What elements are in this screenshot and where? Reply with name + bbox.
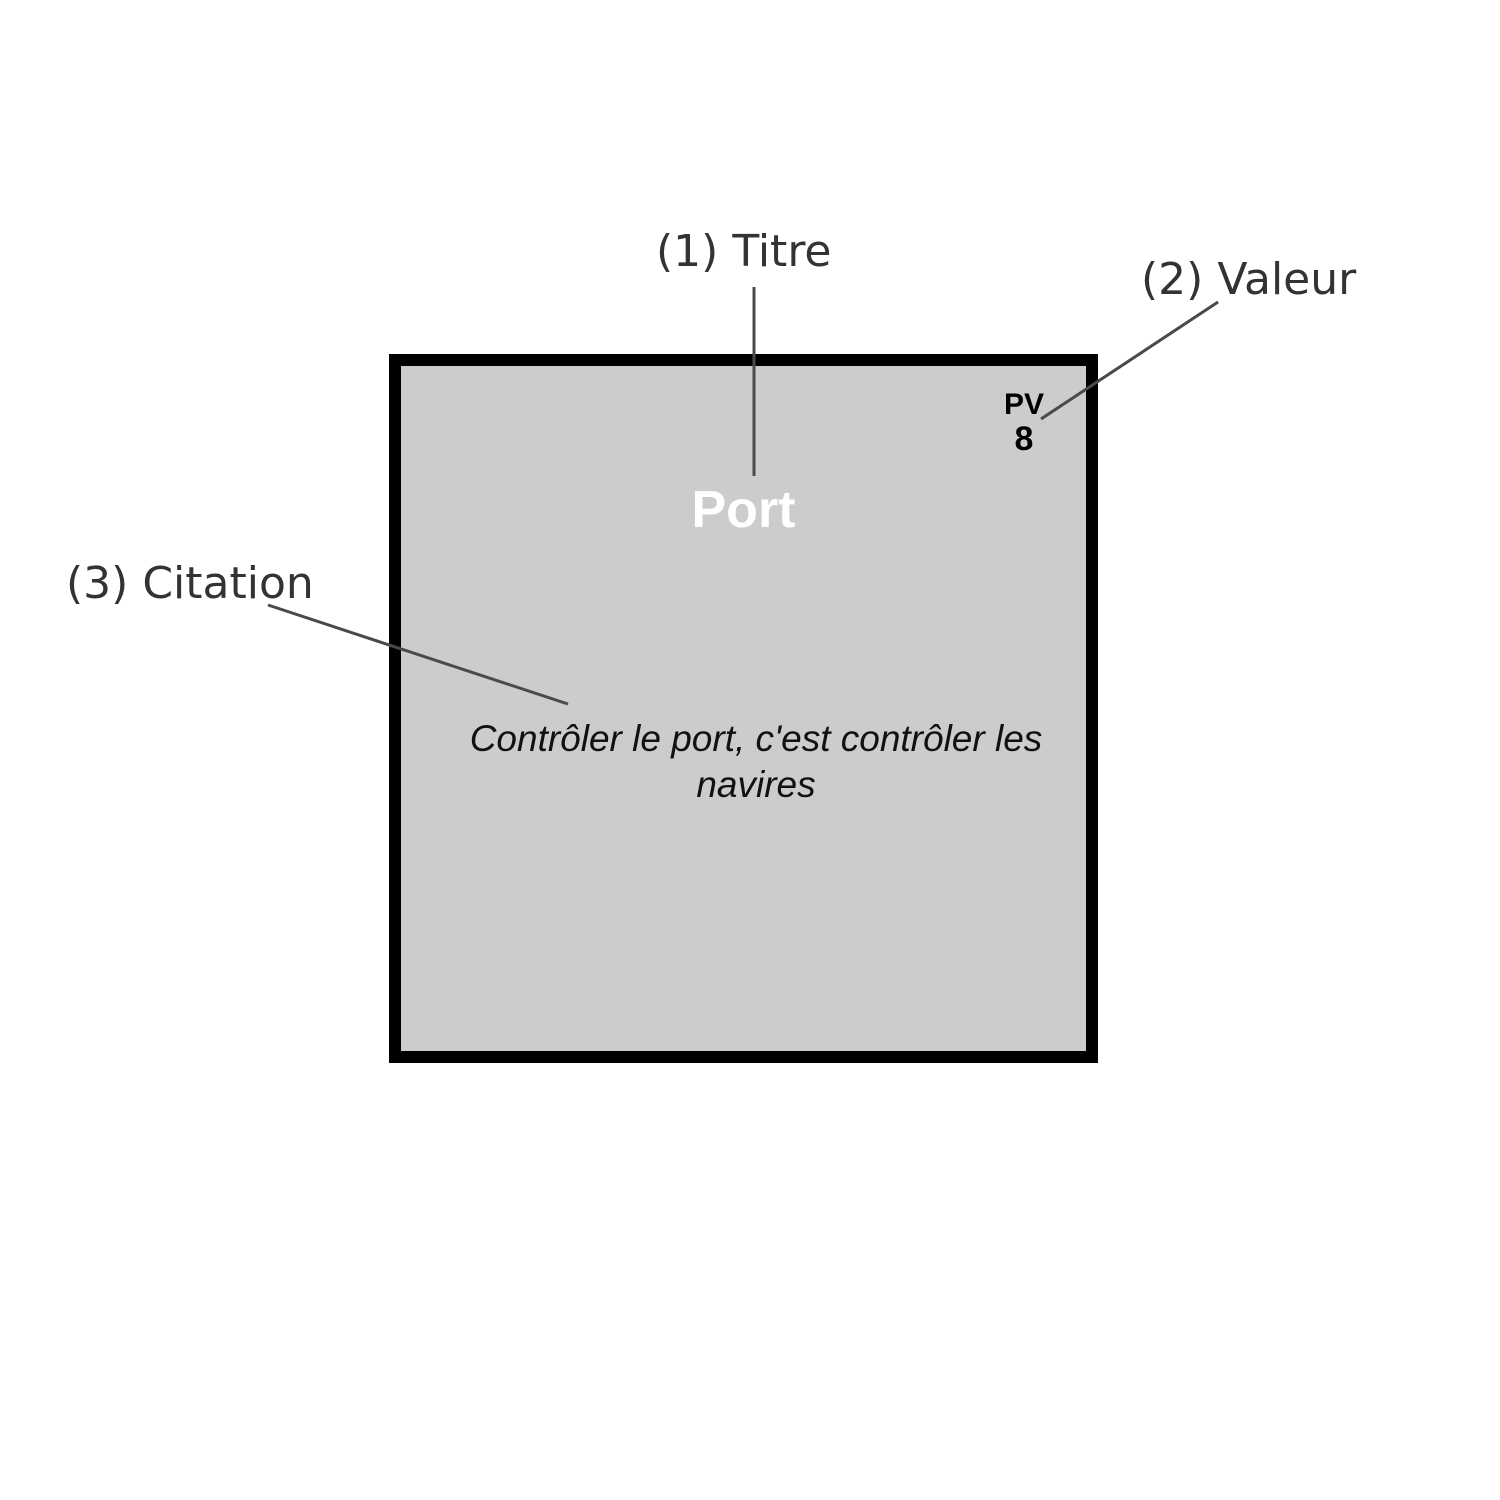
callout-quote-label: (3) Citation <box>66 558 314 609</box>
card-stat-value: 8 <box>1014 420 1034 458</box>
card-title: Port <box>691 481 796 539</box>
card-stat-label: PV <box>1003 388 1045 421</box>
card: Port PV 8 Contrôler le port, c'est contr… <box>389 354 1098 1063</box>
callout-value-label: (2) Valeur <box>1141 254 1357 305</box>
card-quote: Contrôler le port, c'est contrôler les n… <box>469 718 1043 805</box>
callout-title-label: (1) Titre <box>656 226 832 277</box>
card-stat: PV 8 <box>987 388 1061 458</box>
